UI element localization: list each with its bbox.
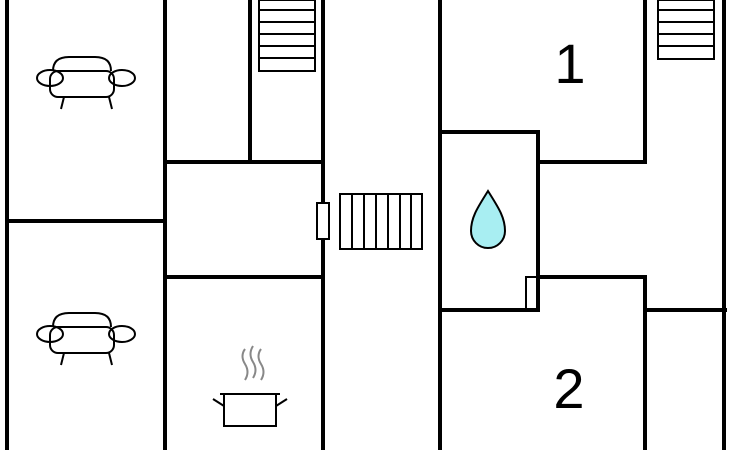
sofa-icon <box>36 56 136 110</box>
cooking-pot-icon <box>212 345 288 427</box>
stairs-icon <box>258 0 316 72</box>
sofa-icon <box>36 312 136 366</box>
door-marker <box>525 276 539 311</box>
room-number-1: 1 <box>554 32 585 95</box>
stairs-icon <box>339 193 423 250</box>
room-number-2: 2 <box>553 357 584 420</box>
stairs-icon <box>657 0 715 60</box>
water-drop-icon <box>469 189 507 249</box>
window-marker <box>316 202 330 240</box>
walls <box>5 0 727 450</box>
